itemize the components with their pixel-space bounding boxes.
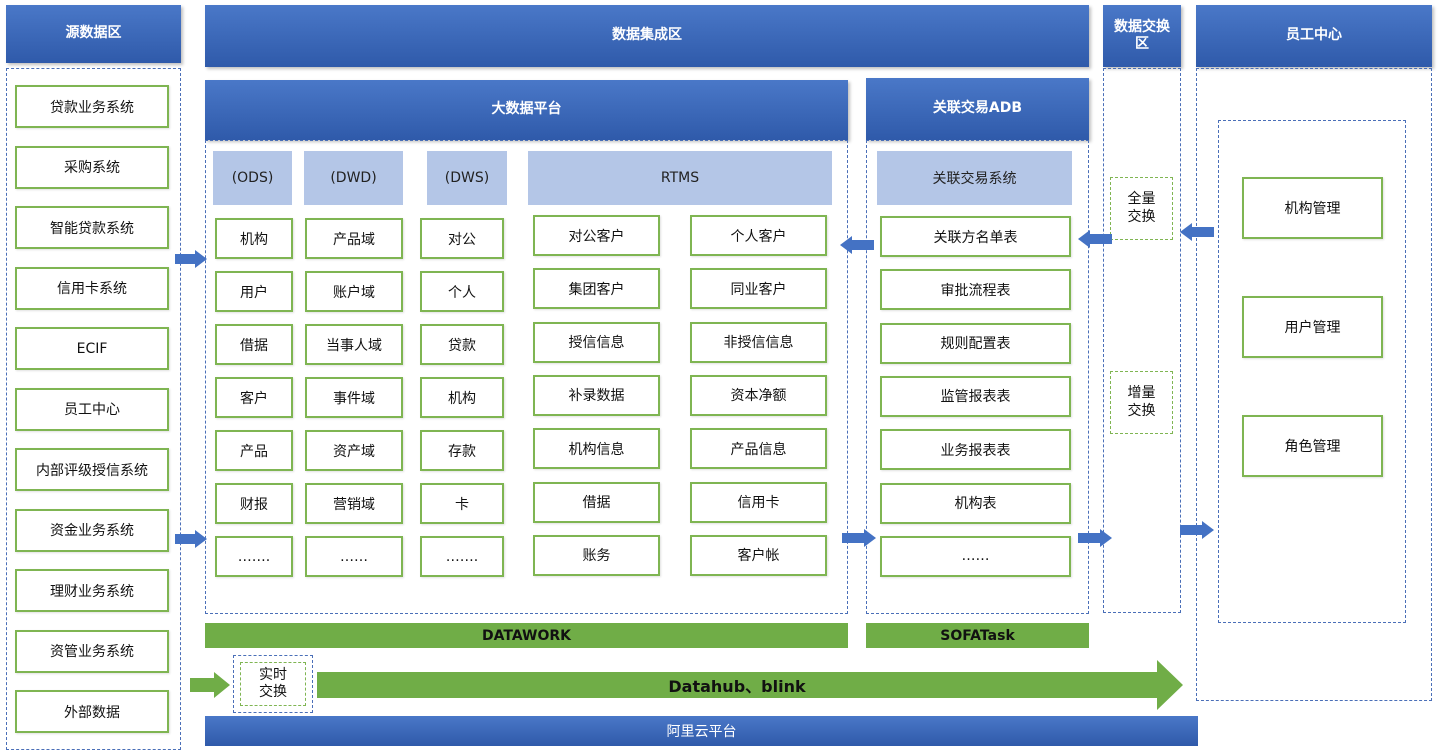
dwd-item: 账户域: [305, 271, 403, 312]
source-system-item: 资管业务系统: [15, 629, 169, 673]
ods-item: 机构: [215, 218, 293, 259]
sofatask-bar: SOFATask: [866, 623, 1089, 648]
adb-to-rtms-arrow: [840, 236, 874, 254]
source-system-item: 内部评级授信系统: [15, 448, 169, 491]
dwd-label: (DWD): [304, 151, 403, 205]
exchange-to-adb-arrow: [1078, 230, 1112, 248]
source-system-item: 理财业务系统: [15, 569, 169, 612]
adb-table-item: 机构表: [880, 482, 1071, 524]
ods-item: 借据: [215, 324, 293, 365]
rtms-right-item: 客户帐: [690, 534, 827, 576]
employee-center-panel: [1196, 68, 1432, 701]
rtms-left-item: 对公客户: [533, 215, 660, 256]
source-system-item: 智能贷款系统: [15, 206, 169, 249]
exchange-to-employee-arrow: [1180, 521, 1214, 539]
dws-item: 贷款: [420, 324, 504, 365]
aliyun-platform-bar: 阿里云平台: [205, 716, 1198, 746]
adb-table-item: 监管报表表: [880, 375, 1071, 417]
dws-item: 个人: [420, 271, 504, 312]
related-system-label: 关联交易系统: [877, 151, 1072, 205]
rtms-left-item: 账务: [533, 534, 660, 576]
employee-to-exchange-arrow: [1180, 223, 1214, 241]
source-system-item: 外部数据: [15, 690, 169, 733]
dwd-item: 产品域: [305, 218, 403, 259]
source-system-item: 贷款业务系统: [15, 85, 169, 128]
adb-table-item: 关联方名单表: [880, 216, 1071, 257]
rtms-left-item: 借据: [533, 481, 660, 523]
dws-item: 存款: [420, 430, 504, 471]
related-adb-header: 关联交易ADB: [866, 78, 1089, 140]
bigdata-platform-header: 大数据平台: [205, 80, 848, 140]
employee-module-item: 角色管理: [1242, 415, 1383, 477]
realtime-exchange-box: 实时交换: [240, 662, 306, 706]
rtms-right-item: 同业客户: [690, 268, 827, 310]
dws-item: 卡: [420, 483, 504, 524]
rtms-left-item: 集团客户: [533, 268, 660, 310]
datahub-stream-arrow: [317, 660, 1183, 710]
source-system-item: ECIF: [15, 327, 169, 370]
ods-item: 客户: [215, 377, 293, 418]
integration-zone-header: 数据集成区: [205, 5, 1089, 67]
rtms-right-item: 信用卡: [690, 481, 827, 523]
rtms-left-item: 授信信息: [533, 321, 660, 363]
exchange-zone-panel: [1103, 68, 1181, 613]
dwd-item: 资产域: [305, 430, 403, 471]
dws-item: 机构: [420, 377, 504, 418]
source-system-item: 信用卡系统: [15, 266, 169, 310]
employee-module-item: 机构管理: [1242, 177, 1383, 239]
rtms-right-item: 非授信信息: [690, 321, 827, 363]
rtms-right-item: 个人客户: [690, 215, 827, 256]
employee-center-header: 员工中心: [1196, 5, 1432, 67]
source-system-item: 采购系统: [15, 145, 169, 189]
source-to-ods-arrow-top: [175, 250, 207, 268]
source-zone-header: 源数据区: [6, 5, 181, 63]
adb-table-item: 业务报表表: [880, 429, 1071, 471]
ods-item: 用户: [215, 271, 293, 312]
exchange-zone-header: 数据交换区: [1103, 5, 1181, 67]
adb-table-item: 审批流程表: [880, 269, 1071, 311]
incremental-exchange-box: 增量交换: [1110, 371, 1173, 434]
dwd-item: 营销域: [305, 483, 403, 524]
ods-item: 产品: [215, 430, 293, 471]
adb-to-exchange-arrow: [1078, 529, 1112, 547]
bigdata-platform-panel: [205, 140, 848, 614]
ods-item: …….: [215, 536, 293, 577]
dwd-item: 事件域: [305, 377, 403, 418]
employee-module-item: 用户管理: [1242, 296, 1383, 358]
rtms-right-item: 产品信息: [690, 428, 827, 470]
dws-item: 对公: [420, 218, 504, 259]
employee-inner-panel: [1218, 120, 1406, 623]
datahub-stream-label: Datahub、blink: [668, 677, 806, 696]
realtime-input-arrow: [190, 672, 230, 698]
realtime-exchange-frame: [233, 655, 313, 713]
related-adb-panel: [866, 140, 1089, 614]
rtms-to-adb-arrow: [842, 529, 876, 547]
source-system-item: 资金业务系统: [15, 508, 169, 552]
rtms-left-item: 机构信息: [533, 428, 660, 470]
datawork-bar: DATAWORK: [205, 623, 848, 648]
dwd-item: ……: [305, 536, 403, 577]
source-to-ods-arrow-bottom: [175, 530, 207, 548]
source-zone-panel: [6, 68, 181, 750]
ods-item: 财报: [215, 483, 293, 524]
full-exchange-box: 全量交换: [1110, 177, 1173, 240]
dws-label: (DWS): [427, 151, 507, 205]
adb-table-item: ……: [880, 535, 1071, 577]
rtms-left-item: 补录数据: [533, 374, 660, 416]
dwd-item: 当事人域: [305, 324, 403, 365]
rtms-right-item: 资本净额: [690, 374, 827, 416]
ods-label: (ODS): [213, 151, 292, 205]
adb-table-item: 规则配置表: [880, 322, 1071, 364]
dws-item: …….: [420, 536, 504, 577]
rtms-label: RTMS: [528, 151, 832, 205]
source-system-item: 员工中心: [15, 387, 169, 431]
